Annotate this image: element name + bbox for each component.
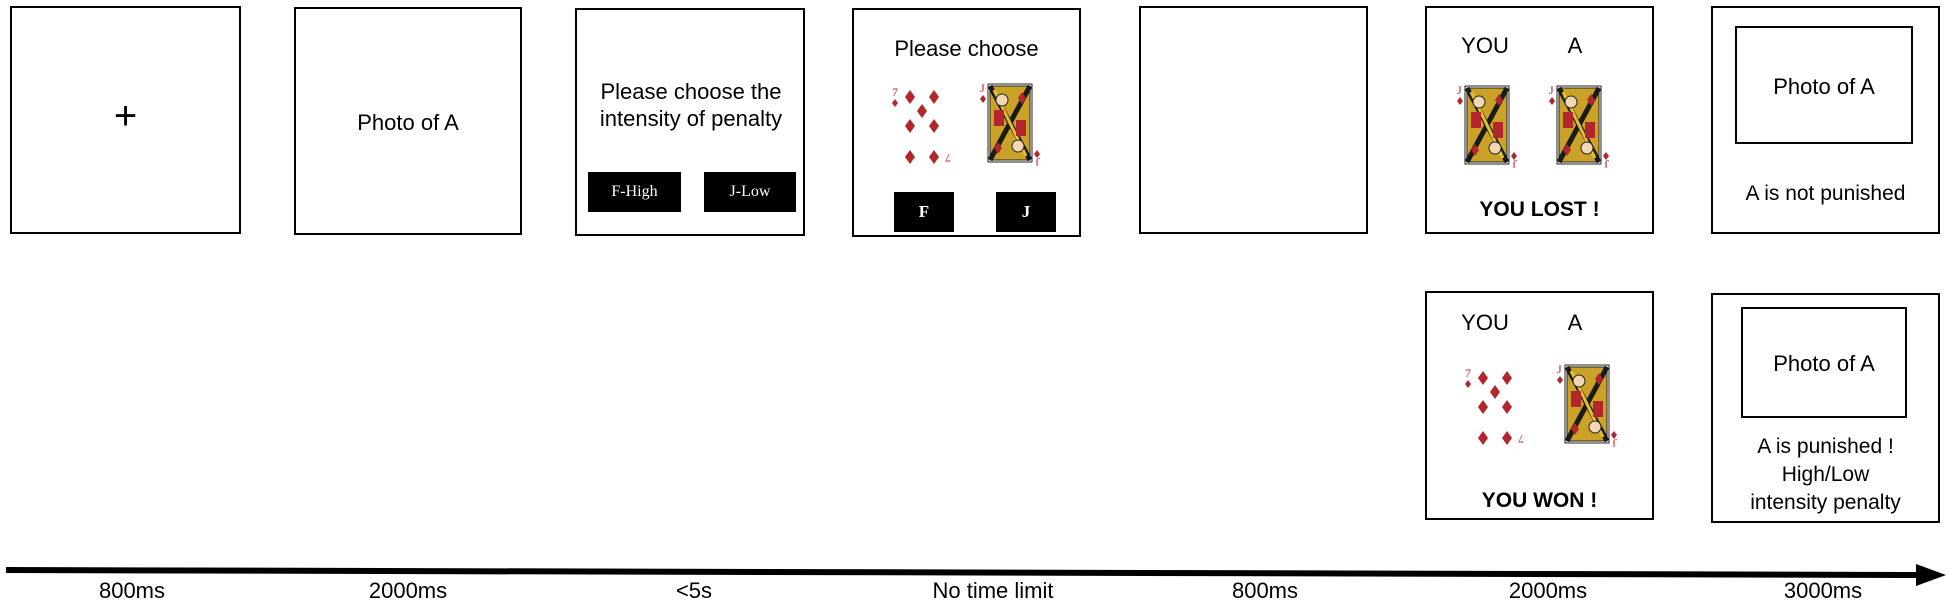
- blank-screen: [1139, 6, 1368, 234]
- seven-of-diamonds-card: [892, 85, 951, 165]
- outcome-lost-screen: YOU A YOU LOST !: [1425, 6, 1654, 234]
- photo-label: Photo of A: [1773, 351, 1875, 376]
- jack-of-diamonds-card: [980, 80, 1042, 172]
- opponent-label: A: [1567, 33, 1583, 58]
- f-key-button[interactable]: F: [894, 192, 954, 232]
- opponent-label: A: [1567, 310, 1583, 335]
- punishment-status: A is punished !: [1757, 435, 1894, 458]
- duration-outcome: 2000ms: [1508, 578, 1588, 603]
- fixation-cross: +: [113, 94, 138, 138]
- duration-photo: 2000ms: [368, 578, 448, 603]
- fixation-screen: +: [10, 6, 241, 234]
- duration-intensity: <5s: [675, 578, 713, 603]
- jack-of-diamonds-card: [1557, 361, 1619, 453]
- choose-prompt: Please choose: [894, 36, 1039, 61]
- photo-label: Photo of A: [1773, 74, 1875, 99]
- feedback-punished-screen: Photo of A A is punished ! High/Low inte…: [1711, 293, 1940, 523]
- jack-of-diamonds-card: [1457, 82, 1519, 174]
- result-text: YOU LOST !: [1479, 198, 1600, 221]
- jack-of-diamonds-card: [1549, 82, 1611, 174]
- intensity-prompt: Please choose the intensity of penalty: [599, 79, 783, 131]
- duration-card-choice: No time limit: [932, 578, 1054, 603]
- result-text: YOU WON !: [1481, 489, 1598, 512]
- low-intensity-button[interactable]: J-Low: [704, 172, 796, 212]
- penalty-level: High/Low: [1781, 463, 1870, 486]
- high-intensity-button[interactable]: F-High: [588, 172, 681, 212]
- photo-screen: Photo of A: [294, 7, 522, 235]
- feedback-not-punished-screen: Photo of A A is not punished: [1711, 6, 1940, 234]
- intensity-screen: Please choose the intensity of penalty F…: [575, 8, 805, 236]
- you-label: YOU: [1461, 310, 1509, 335]
- penalty-description: intensity penalty: [1750, 491, 1901, 514]
- card-choice-screen: Please choose F J: [852, 8, 1081, 237]
- punishment-status: A is not punished: [1745, 182, 1906, 205]
- photo-label: Photo of A: [357, 110, 459, 135]
- duration-blank: 800ms: [1231, 578, 1299, 603]
- photo-box: Photo of A: [1735, 26, 1913, 144]
- duration-feedback: 3000ms: [1783, 578, 1863, 603]
- outcome-won-screen: YOU A YOU WON !: [1425, 291, 1654, 520]
- j-key-button[interactable]: J: [996, 192, 1056, 232]
- timeline-arrow: [5, 564, 1946, 586]
- duration-fixation: 800ms: [98, 578, 166, 603]
- photo-box: Photo of A: [1741, 307, 1907, 418]
- seven-of-diamonds-card: [1465, 366, 1524, 446]
- you-label: YOU: [1461, 33, 1509, 58]
